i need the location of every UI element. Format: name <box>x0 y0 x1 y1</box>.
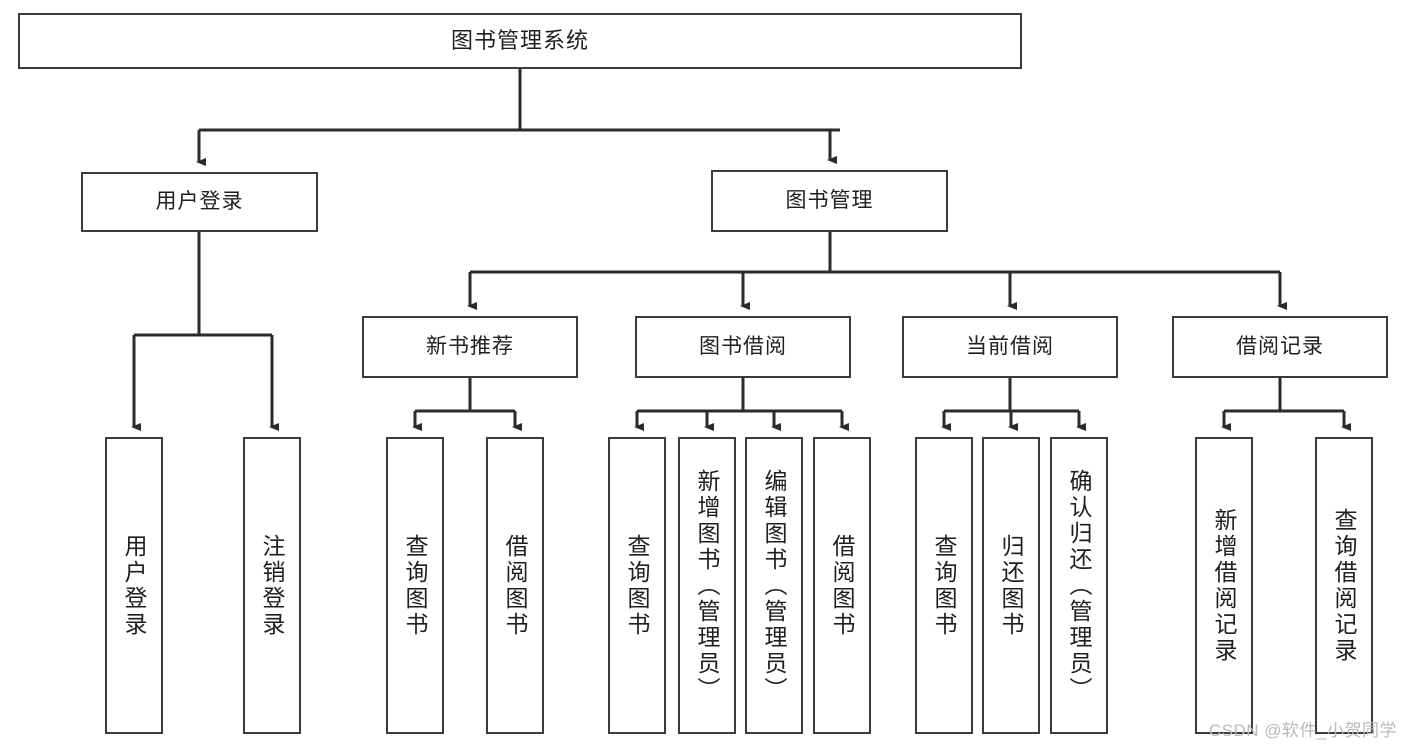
leaf-add-book-admin-label: 新增图书（管理员） <box>694 468 721 703</box>
leaf-query-book-newbook-label: 查询图书 <box>402 533 429 638</box>
leaf-user-login-label: 用户登录 <box>121 533 148 638</box>
leaf-query-book-current[interactable]: 查询图书 <box>915 437 973 734</box>
node-root-label: 图书管理系统 <box>450 27 589 53</box>
node-current-borrow[interactable]: 当前借阅 <box>902 316 1118 378</box>
node-borrow-record[interactable]: 借阅记录 <box>1172 316 1388 378</box>
node-user-login-label: 用户登录 <box>155 190 244 214</box>
leaf-user-login[interactable]: 用户登录 <box>105 437 163 734</box>
leaf-query-borrow-record[interactable]: 查询借阅记录 <box>1315 437 1373 734</box>
leaf-add-borrow-record[interactable]: 新增借阅记录 <box>1195 437 1253 734</box>
node-book-manage[interactable]: 图书管理 <box>711 170 948 232</box>
leaf-query-book-borrow[interactable]: 查询图书 <box>608 437 666 734</box>
leaf-logout[interactable]: 注销登录 <box>243 437 301 734</box>
leaf-borrow-book-borrow-label: 借阅图书 <box>829 533 856 638</box>
node-new-book-recommend-label: 新书推荐 <box>426 335 514 359</box>
leaf-return-book-label: 归还图书 <box>998 533 1025 638</box>
node-book-borrow[interactable]: 图书借阅 <box>635 316 851 378</box>
node-user-login[interactable]: 用户登录 <box>81 172 318 232</box>
leaf-return-book[interactable]: 归还图书 <box>982 437 1040 734</box>
node-current-borrow-label: 当前借阅 <box>966 335 1054 359</box>
leaf-query-book-current-label: 查询图书 <box>931 533 958 638</box>
leaf-logout-label: 注销登录 <box>259 533 286 638</box>
leaf-borrow-book-newbook-label: 借阅图书 <box>502 533 529 638</box>
node-book-borrow-label: 图书借阅 <box>699 335 787 359</box>
node-root[interactable]: 图书管理系统 <box>18 13 1022 69</box>
leaf-edit-book-admin-label: 编辑图书（管理员） <box>761 468 788 703</box>
node-new-book-recommend[interactable]: 新书推荐 <box>362 316 578 378</box>
leaf-query-book-newbook[interactable]: 查询图书 <box>386 437 444 734</box>
leaf-confirm-return-admin[interactable]: 确认归还（管理员） <box>1050 437 1108 734</box>
leaf-query-book-borrow-label: 查询图书 <box>624 533 651 638</box>
node-borrow-record-label: 借阅记录 <box>1236 335 1324 359</box>
leaf-add-book-admin[interactable]: 新增图书（管理员） <box>678 437 736 734</box>
node-book-manage-label: 图书管理 <box>785 189 874 213</box>
leaf-query-borrow-record-label: 查询借阅记录 <box>1331 507 1358 664</box>
leaf-borrow-book-newbook[interactable]: 借阅图书 <box>486 437 544 734</box>
leaf-add-borrow-record-label: 新增借阅记录 <box>1211 507 1238 664</box>
leaf-confirm-return-admin-label: 确认归还（管理员） <box>1066 468 1093 703</box>
leaf-borrow-book-borrow[interactable]: 借阅图书 <box>813 437 871 734</box>
leaf-edit-book-admin[interactable]: 编辑图书（管理员） <box>745 437 803 734</box>
